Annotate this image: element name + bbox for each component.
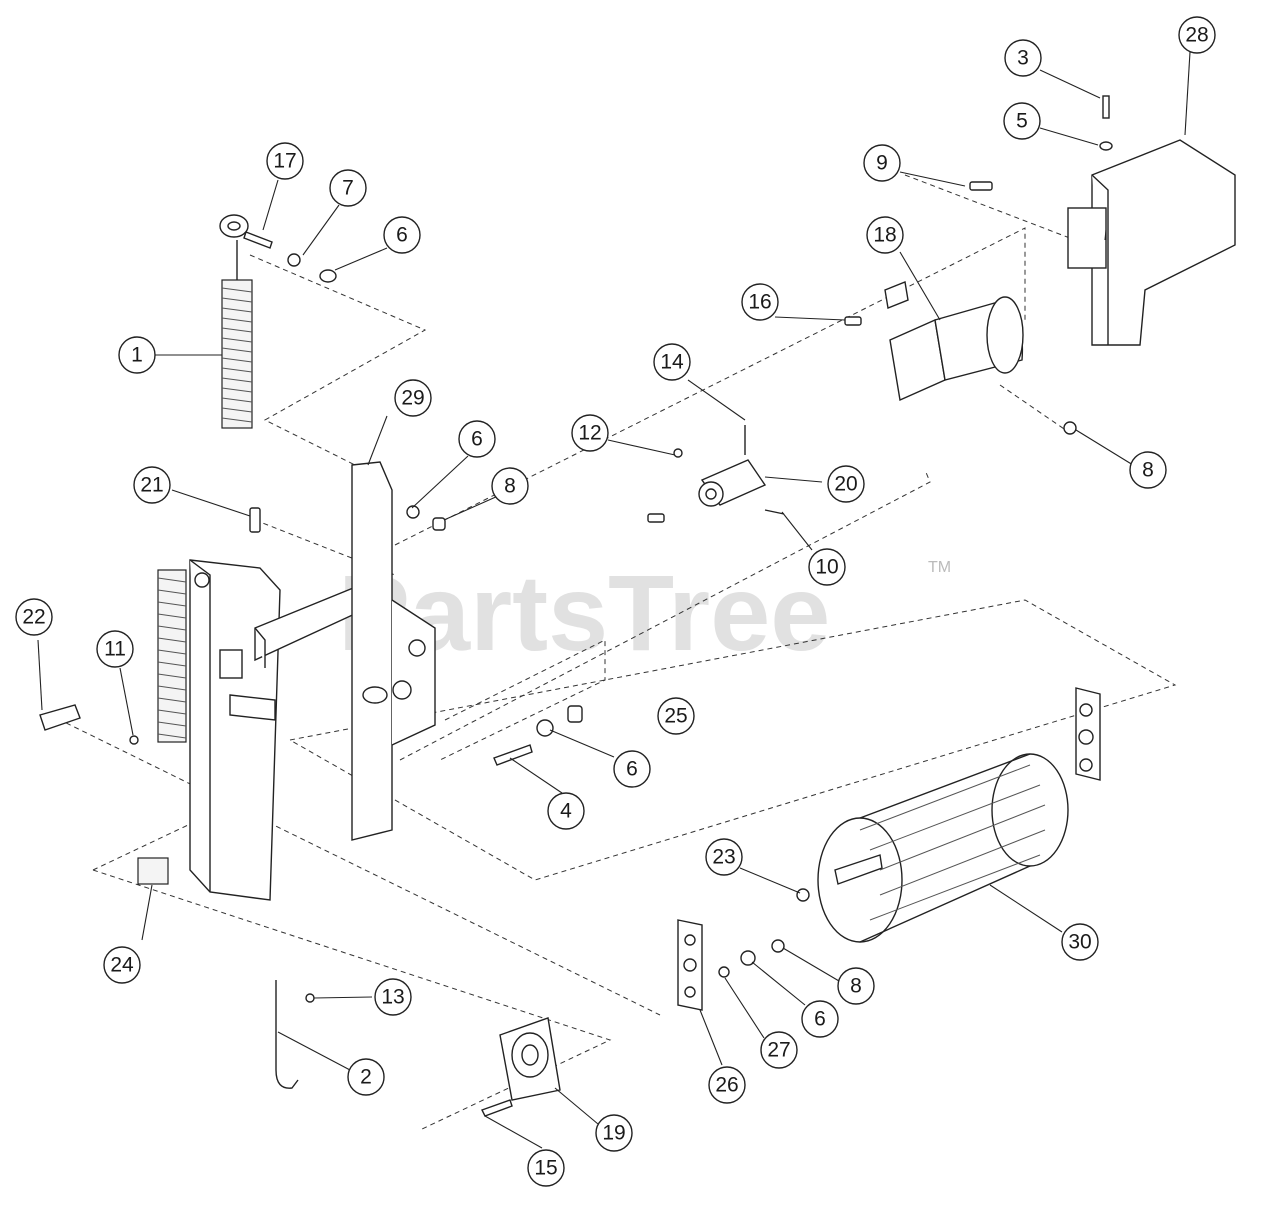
callout-1: 1 [118,336,156,374]
svg-text:11: 11 [104,638,126,661]
callout-6-c: 6 [613,750,651,788]
svg-text:21: 21 [140,474,163,497]
svg-text:6: 6 [471,428,483,451]
leader-lines [37,51,1191,1149]
svg-text:15: 15 [534,1157,557,1180]
svg-text:22: 22 [22,606,45,629]
callout-28: 28 [1178,16,1216,54]
callout-14: 14 [653,343,691,381]
left-bracket [189,559,281,901]
svg-text:23: 23 [712,846,735,869]
svg-text:6: 6 [814,1008,826,1031]
svg-text:10: 10 [815,556,838,579]
svg-text:20: 20 [834,473,857,496]
callout-8-b: 8 [1129,451,1167,489]
drum-end-plate [1075,687,1101,781]
spring-part [221,240,253,429]
svg-text:6: 6 [396,224,408,247]
cable-2 [275,980,299,1089]
pin-21 [249,507,261,533]
svg-text:16: 16 [748,291,771,314]
callout-11: 11 [96,630,134,668]
svg-text:14: 14 [660,351,684,374]
callout-29: 29 [394,379,432,417]
svg-text:27: 27 [767,1039,790,1062]
callout-17: 17 [266,142,304,180]
callout-22: 22 [15,598,53,636]
cover-28 [969,95,1236,346]
callout-8-a: 8 [491,467,529,505]
svg-text:8: 8 [504,475,516,498]
callout-8-c: 8 [837,967,875,1005]
callout-26: 26 [708,1066,746,1104]
callout-20: 20 [827,465,865,503]
svg-text:8: 8 [850,975,862,998]
callout-24: 24 [103,946,141,984]
callout-6-a: 6 [383,216,421,254]
callout-19: 19 [595,1114,633,1152]
callout-15: 15 [527,1149,565,1187]
svg-text:25: 25 [664,705,687,728]
drum-30 [817,753,1069,943]
callout-23: 23 [705,838,743,876]
callout-4: 4 [547,792,585,830]
svg-text:9: 9 [876,152,888,175]
bolt-15 [481,1099,513,1117]
callout-6-b: 6 [458,420,496,458]
svg-text:8: 8 [1142,459,1154,482]
bracket-29 [351,461,446,841]
decal-24 [137,857,169,885]
svg-text:1: 1 [131,344,143,367]
svg-text:13: 13 [381,986,404,1009]
callout-12: 12 [571,414,609,452]
svg-text:3: 3 [1017,47,1029,70]
callout-2: 2 [347,1058,385,1096]
motor-18 [884,281,1077,435]
bolt-23 [796,888,810,902]
svg-text:6: 6 [626,758,638,781]
svg-text:7: 7 [342,177,354,200]
spring-part-2 [157,569,187,743]
callout-27: 27 [760,1031,798,1069]
svg-text:5: 5 [1016,110,1028,133]
svg-text:28: 28 [1185,24,1208,47]
svg-text:4: 4 [560,800,572,823]
svg-text:18: 18 [873,224,896,247]
callout-6-d: 6 [801,1000,839,1038]
callout-13: 13 [374,978,412,1016]
svg-text:12: 12 [578,422,601,445]
callout-3: 3 [1004,39,1042,77]
eyebolt-part [219,214,337,283]
callout-5: 5 [1003,102,1041,140]
bearing-19 [499,1017,561,1101]
coupler-20 [647,316,862,523]
callout-18: 18 [866,216,904,254]
svg-text:29: 29 [401,387,424,410]
bolt-group-4 [493,705,583,766]
svg-text:2: 2 [360,1066,372,1089]
callout-10: 10 [808,548,846,586]
svg-text:24: 24 [110,954,134,977]
callout-25: 25 [657,697,695,735]
callout-30: 30 [1061,923,1099,961]
callout-21: 21 [133,466,171,504]
callout-9: 9 [863,144,901,182]
plate-26 [677,919,785,1011]
svg-text:26: 26 [715,1074,738,1097]
callout-16: 16 [741,283,779,321]
clip-22 [39,704,81,731]
watermark-trademark: TM [928,559,951,576]
svg-text:19: 19 [602,1122,625,1145]
nut-11 [129,735,139,745]
svg-text:30: 30 [1068,931,1091,954]
svg-text:17: 17 [273,150,296,173]
screw-13 [305,993,315,1003]
callout-7: 7 [329,169,367,207]
